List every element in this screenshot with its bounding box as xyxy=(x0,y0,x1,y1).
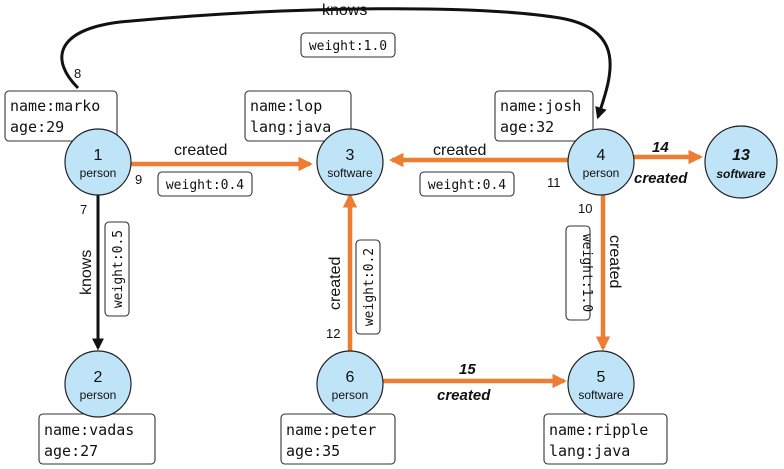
node-2: 2 person xyxy=(64,350,132,418)
edge-label-created: created xyxy=(634,170,688,187)
property-lang: lang:java xyxy=(549,442,630,460)
weight-text: weight:1.0 xyxy=(579,234,594,312)
property-name: name:peter xyxy=(286,421,376,439)
node-label: person xyxy=(80,388,117,402)
property-name: name:lop xyxy=(250,97,322,115)
node-label: software xyxy=(327,166,373,180)
property-name: name:marko xyxy=(10,97,100,115)
node-3: 3 software xyxy=(316,128,384,196)
node-id: 1 xyxy=(94,147,103,164)
property-age: age:29 xyxy=(10,118,64,136)
edge-label-created: created xyxy=(433,142,486,159)
node-id: 5 xyxy=(597,369,606,386)
node-id: 3 xyxy=(346,147,355,164)
edge-id: 9 xyxy=(135,172,142,187)
property-name: name:ripple xyxy=(549,421,648,439)
node-6: 6 person xyxy=(316,350,384,418)
weight-text: weight:0.2 xyxy=(362,248,377,326)
weight-box xyxy=(419,171,515,197)
node-id: 2 xyxy=(94,369,103,386)
weight-text: weight:0.5 xyxy=(111,230,126,308)
weight-box xyxy=(355,239,381,335)
node-id: 13 xyxy=(732,147,750,164)
edge-label-created: created xyxy=(174,142,227,159)
edge-label-knows: knows xyxy=(322,2,367,19)
node-1: 1 person xyxy=(64,128,132,196)
edge-id: 14 xyxy=(652,139,669,156)
weight-text: weight:0.4 xyxy=(428,178,506,193)
edge-knows-marko-josh xyxy=(60,7,612,120)
node-13: 13 software xyxy=(704,125,778,199)
node-id: 4 xyxy=(597,147,606,164)
property-box-lop xyxy=(244,90,352,142)
edge-id: 10 xyxy=(578,201,592,216)
edge-id: 15 xyxy=(459,361,476,378)
property-age: age:27 xyxy=(44,442,98,460)
edge-id: 11 xyxy=(547,175,561,190)
edge-label-created: created xyxy=(327,257,344,310)
weight-text: weight:0.4 xyxy=(166,178,244,193)
node-label: software xyxy=(716,167,766,181)
property-name: name:vadas xyxy=(44,421,134,439)
weight-box xyxy=(300,32,396,58)
node-4: 4 person xyxy=(567,128,635,196)
node-5: 5 software xyxy=(567,350,635,418)
weight-box xyxy=(104,221,130,317)
weight-text: weight:1.0 xyxy=(309,39,387,54)
node-label: person xyxy=(332,388,369,402)
edge-label-created: created xyxy=(606,235,623,288)
edge-label-knows: knows xyxy=(78,250,95,295)
node-label: software xyxy=(578,388,624,402)
edge-id: 8 xyxy=(74,66,81,81)
property-age: age:32 xyxy=(500,118,554,136)
node-label: person xyxy=(583,166,620,180)
edge-id: 7 xyxy=(80,202,87,217)
property-name: name:josh xyxy=(500,97,581,115)
weight-box xyxy=(157,171,253,197)
node-id: 6 xyxy=(346,369,355,386)
property-box-marko xyxy=(4,90,118,142)
property-lang: lang:java xyxy=(250,118,331,136)
property-box-josh xyxy=(494,90,594,142)
edge-label-created: created xyxy=(437,387,491,404)
weight-box xyxy=(565,225,591,321)
edge-id: 12 xyxy=(326,326,340,341)
property-age: age:35 xyxy=(286,442,340,460)
node-label: person xyxy=(80,166,117,180)
